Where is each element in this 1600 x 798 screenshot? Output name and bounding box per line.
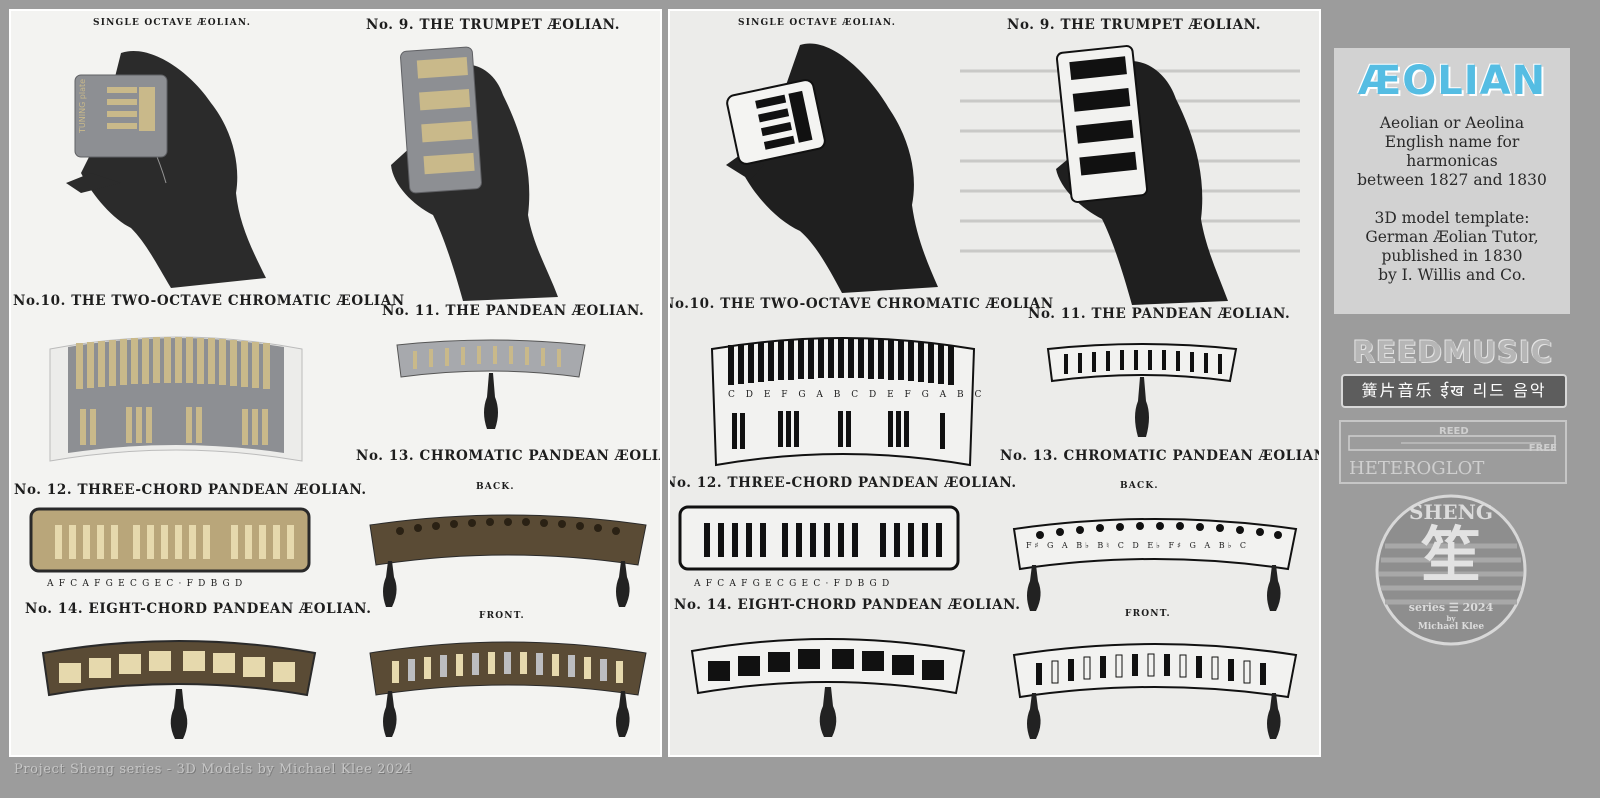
caption-two-octave: No.10. THE TWO-OCTAVE CHROMATIC ÆOLIAN [668, 296, 1054, 312]
info-line: by I. Willis and Co. [1378, 266, 1526, 284]
caption-trumpet: No. 9. THE TRUMPET ÆOLIAN. [366, 17, 621, 33]
caption-front: FRONT. [1125, 609, 1171, 619]
caption-back: BACK. [1120, 481, 1159, 491]
single-octave-render: TUNING plate [66, 51, 266, 288]
info-line: 3D model template: [1374, 209, 1530, 227]
two-octave-render [49, 336, 303, 462]
engraving-panel: SINGLE OCTAVE ÆOLIAN. No. 9. THE TRUMPET… [668, 9, 1321, 757]
reedmusic-languages: 簧片音乐 ईख 리드 음악 [1341, 374, 1567, 408]
pandean-engraving [1046, 343, 1238, 437]
render-panel: SINGLE OCTAVE ÆOLIAN. No. 9. THE TRUMPET… [9, 9, 662, 757]
caption-eight-chord: No. 14. EIGHT-CHORD PANDEAN ÆOLIAN. [674, 597, 1021, 613]
pandean-render [396, 339, 586, 429]
footer-credit: Project Sheng series - 3D Models by Mich… [14, 762, 413, 777]
aeolian-logo: ÆOLIAN [1357, 58, 1547, 104]
sheng-series-seal: SHENG 笙 series ☰ 2024 by Michael Klee [1375, 494, 1527, 646]
heteroglot-badge: REED FREE HETEROGLOT [1339, 420, 1567, 484]
info-line: harmonicas [1406, 152, 1498, 170]
heteroglot-free-label: FREE [1528, 443, 1557, 454]
caption-eight-chord: No. 14. EIGHT-CHORD PANDEAN ÆOLIAN. [25, 601, 372, 617]
seal-circle-icon [1375, 494, 1527, 646]
heteroglot-reed-label: REED [1439, 426, 1469, 437]
caption-single-octave: SINGLE OCTAVE ÆOLIAN. [738, 18, 897, 28]
info-line: published in 1830 [1381, 247, 1523, 265]
three-chord-render [29, 507, 311, 573]
note-row: C D E F G A B C D E F G A B C [728, 390, 986, 400]
caption-trumpet: No. 9. THE TRUMPET ÆOLIAN. [1007, 17, 1262, 33]
chromatic-back-render [369, 514, 647, 607]
caption-back: BACK. [476, 482, 515, 492]
chord-letters: A F C A F G E C G E C · F D B G D [47, 579, 244, 589]
caption-three-chord: No. 12. THREE-CHORD PANDEAN ÆOLIAN. [14, 482, 367, 498]
chromatic-front-render [369, 641, 647, 737]
info-card: ÆOLIAN Aeolian or Aeolina English name f… [1334, 48, 1570, 314]
sheng-series: series ☰ 2024 [1408, 601, 1494, 614]
sheng-title: SHENG [1409, 500, 1493, 524]
heteroglot-name: HETEROGLOT [1349, 458, 1485, 479]
reedmusic-logo: REEDMUSIC [1352, 335, 1554, 369]
caption-front: FRONT. [479, 611, 525, 621]
caption-two-octave: No.10. THE TWO-OCTAVE CHROMATIC ÆOLIAN [13, 293, 405, 309]
tuning-plate-text: TUNING plate [78, 79, 87, 134]
chord-letters: A F C A F G E C G E C · F D B G D [694, 579, 891, 589]
info-line: German Æolian Tutor, [1365, 228, 1539, 246]
caption-pandean: No. 11. THE PANDEAN ÆOLIAN. [382, 303, 645, 319]
back-notes: F♯ G A B♭ B♮ C D E♭ F♯ G A B♭ C [1026, 541, 1250, 550]
reed-outline-icon [1348, 435, 1556, 451]
chromatic-back-engraving [1012, 518, 1298, 611]
sheng-author: Michael Klee [1417, 622, 1485, 632]
info-line: English name for [1384, 133, 1520, 151]
info-line: Aeolian or Aeolina [1379, 114, 1525, 132]
reedmusic-badge: REEDMUSIC 簧片音乐 ईख 리드 음악 [1337, 335, 1569, 412]
eight-chord-render [41, 640, 317, 739]
sheng-by: by [1446, 614, 1456, 623]
caption-pandean: No. 11. THE PANDEAN ÆOLIAN. [1028, 306, 1291, 322]
two-octave-engraving [710, 337, 976, 467]
caption-chromatic-pandean: No. 13. CHROMATIC PANDEAN ÆOLIAN. [356, 448, 662, 464]
single-octave-engraving [726, 43, 938, 294]
three-chord-engraving [678, 505, 960, 571]
trumpet-engraving [1055, 45, 1228, 305]
caption-single-octave: SINGLE OCTAVE ÆOLIAN. [93, 18, 252, 28]
trumpet-render [391, 46, 558, 301]
info-line: between 1827 and 1830 [1357, 171, 1547, 189]
eight-chord-engraving [690, 638, 966, 737]
sheng-character: 笙 [1421, 521, 1481, 591]
caption-three-chord: No. 12. THREE-CHORD PANDEAN ÆOLIAN. [668, 475, 1017, 491]
chromatic-front-engraving [1012, 643, 1298, 739]
caption-chromatic-pandean: No. 13. CHROMATIC PANDEAN ÆOLIAN. [1000, 448, 1321, 464]
